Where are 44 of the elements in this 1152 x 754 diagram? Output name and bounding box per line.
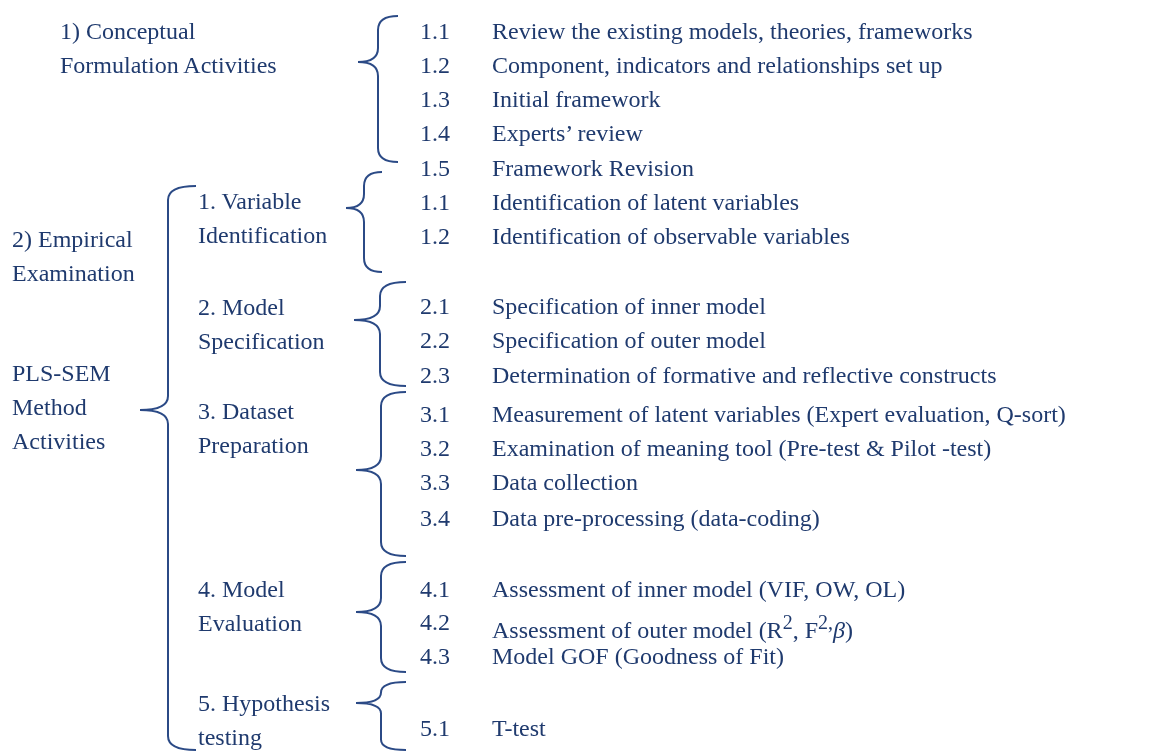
step-description: Model GOF (Goodness of Fit)	[492, 643, 784, 671]
step-number: 4.3	[420, 642, 450, 671]
step-number: 1.4	[420, 119, 450, 148]
step-description: Data collection	[492, 468, 638, 497]
step-heading: 1. Variable Identification	[198, 187, 329, 250]
step-number: 1.2	[420, 51, 450, 80]
step-description: Review the existing models, theories, frameworks	[492, 17, 973, 46]
step-number: 5.1	[420, 714, 450, 743]
step-number: 1.1	[420, 188, 450, 217]
step-heading: 4. Model Evaluation	[198, 575, 303, 638]
step-description: Assessment of inner model (VIF, OW, OL)	[492, 575, 906, 604]
step-heading: 2. Model Specification	[198, 293, 326, 356]
step-description: T-test	[492, 714, 546, 743]
step-description: Identification of observable variables	[492, 222, 850, 251]
step-number: 1.1	[420, 17, 450, 46]
step-number: 3.2	[420, 434, 450, 463]
step-number: 4.1	[420, 575, 450, 604]
step-description: Examination of meaning tool (Pre-test & Pilot -test)	[492, 434, 992, 463]
step-description: Component, indicators and relationships set up	[492, 51, 943, 80]
heading-text: PLS-SEM Method Activities	[12, 359, 112, 456]
step-description: Experts’ review	[492, 119, 643, 148]
step-number: 3.3	[420, 468, 450, 497]
heading-text: 2) Empirical Examination	[12, 225, 136, 288]
step-description: Framework Revision	[492, 154, 694, 183]
step-description: Measurement of latent variables (Expert evaluation, Q-sort)	[492, 400, 1066, 429]
step-heading: 5. Hypothesis testing	[198, 689, 331, 752]
step-number: 2.3	[420, 361, 450, 390]
step-number: 3.4	[420, 504, 450, 533]
step-number: 2.2	[420, 326, 450, 355]
step-description: Specification of inner model	[492, 292, 766, 321]
step-number: 1.3	[420, 85, 450, 114]
step-number: 2.1	[420, 292, 450, 321]
step-number: 3.1	[420, 400, 450, 429]
step-number: 1.5	[420, 154, 450, 183]
heading-text: 1) Conceptual Formulation Activities	[60, 17, 278, 80]
step-heading: 3. Dataset Preparation	[198, 397, 310, 460]
step-description: Specification of outer model	[492, 326, 766, 355]
step-description: Determination of formative and reflective constructs	[492, 361, 997, 390]
step-description: Assessment of outer model (R$^{2}$, F$^{2,}$β)	[492, 610, 853, 645]
step-number: 1.2	[420, 222, 450, 251]
step-description: Identification of latent variables	[492, 188, 800, 217]
step-description: Data pre-processing (data-coding)	[492, 504, 820, 533]
step-number: 4.2	[420, 608, 450, 637]
step-description: Initial framework	[492, 85, 661, 114]
